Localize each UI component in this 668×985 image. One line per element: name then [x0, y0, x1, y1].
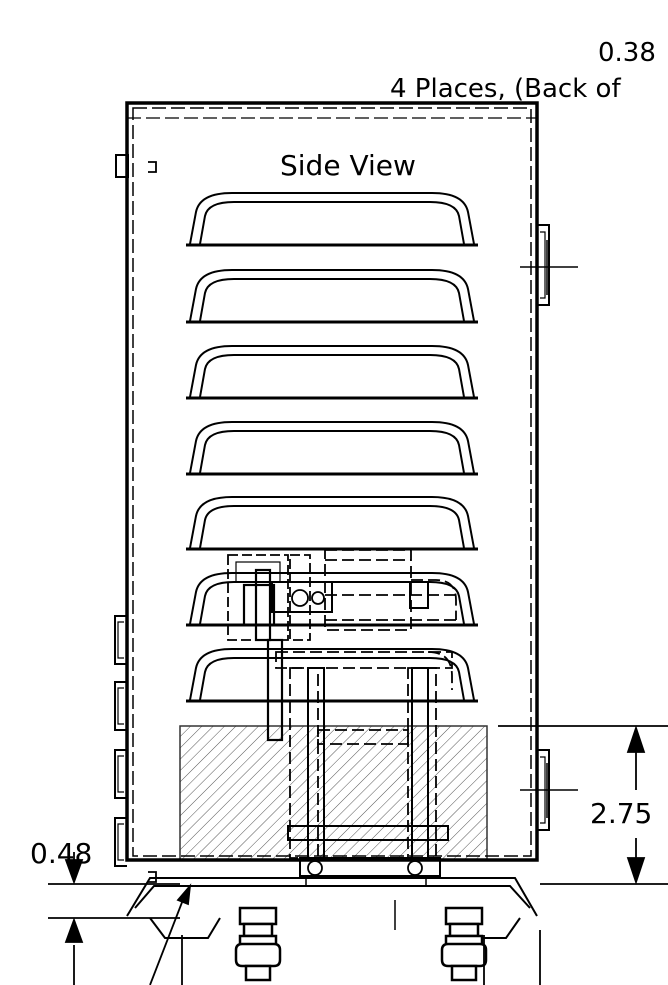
- louver: [186, 269, 478, 324]
- dimension-value-left: 0.48: [30, 837, 93, 870]
- louver: [186, 648, 478, 703]
- hole-diameter-note: 0.38: [598, 38, 656, 68]
- dimension-value-right: 2.75: [590, 797, 653, 830]
- leader-lines: [149, 883, 541, 985]
- mounting-foot: [440, 906, 488, 982]
- louver: [186, 496, 478, 551]
- louver: [186, 345, 478, 400]
- right-mounting-tabs: [520, 224, 578, 831]
- louver: [186, 421, 478, 476]
- dimension-right: [498, 725, 668, 885]
- dimension-left: [48, 852, 180, 985]
- view-title: Side View: [280, 149, 416, 182]
- enclosure-body: [125, 101, 539, 862]
- left-clamps: [114, 615, 157, 883]
- hole-location-note: 4 Places, (Back of: [390, 74, 621, 104]
- louver: [186, 192, 478, 247]
- mounting-foot: [234, 906, 282, 982]
- top-hinge: [115, 154, 157, 178]
- louvers: [186, 192, 478, 703]
- internal-components: [227, 549, 460, 887]
